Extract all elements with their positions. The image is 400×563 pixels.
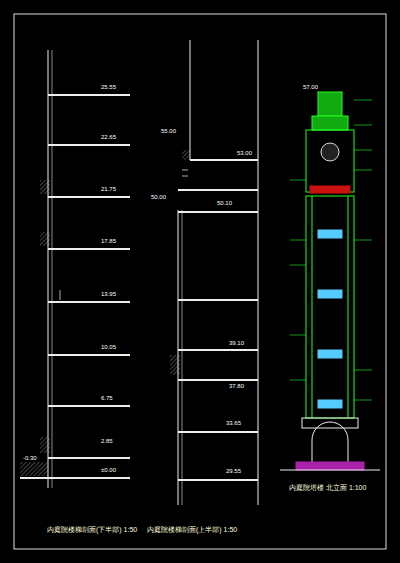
lower-section: [20, 50, 130, 488]
elevation-mark: 17.85: [100, 238, 117, 245]
elevation-mark: 22.65: [100, 134, 117, 141]
elevation-mark: 10.05: [100, 344, 117, 351]
elevation-mark: 50.00: [150, 194, 167, 201]
elevation-mark: 39.10: [228, 340, 245, 347]
frame: [14, 14, 386, 549]
elevation-mark: -0.30: [22, 455, 38, 462]
elevation-mark: 13.95: [100, 291, 117, 298]
drawing-caption: 内庭院塔楼 北立面 1:100: [288, 484, 367, 492]
tower-elevation: [280, 92, 380, 470]
elevation-mark: 37.80: [228, 383, 245, 390]
elevation-mark: 25.55: [100, 84, 117, 91]
elevation-mark: 50.10: [216, 200, 233, 207]
drawing-caption: 内庭院楼梯剖面(上半部) 1:50: [146, 526, 238, 534]
elevation-mark: 29.55: [225, 468, 242, 475]
drawing-caption: 内庭院楼梯剖面(下半部) 1:50: [46, 526, 138, 534]
elevation-mark: 33.65: [225, 420, 242, 427]
upper-section: [170, 40, 258, 505]
elevation-mark: ±0.00: [100, 467, 117, 474]
elevation-mark: 55.00: [160, 128, 177, 135]
elevation-mark: 2.85: [100, 438, 114, 445]
elevation-mark: 53.00: [236, 150, 253, 157]
elevation-mark: 57.00: [302, 84, 319, 91]
elevation-mark: 6.75: [100, 395, 114, 402]
elevation-mark: 21.75: [100, 186, 117, 193]
